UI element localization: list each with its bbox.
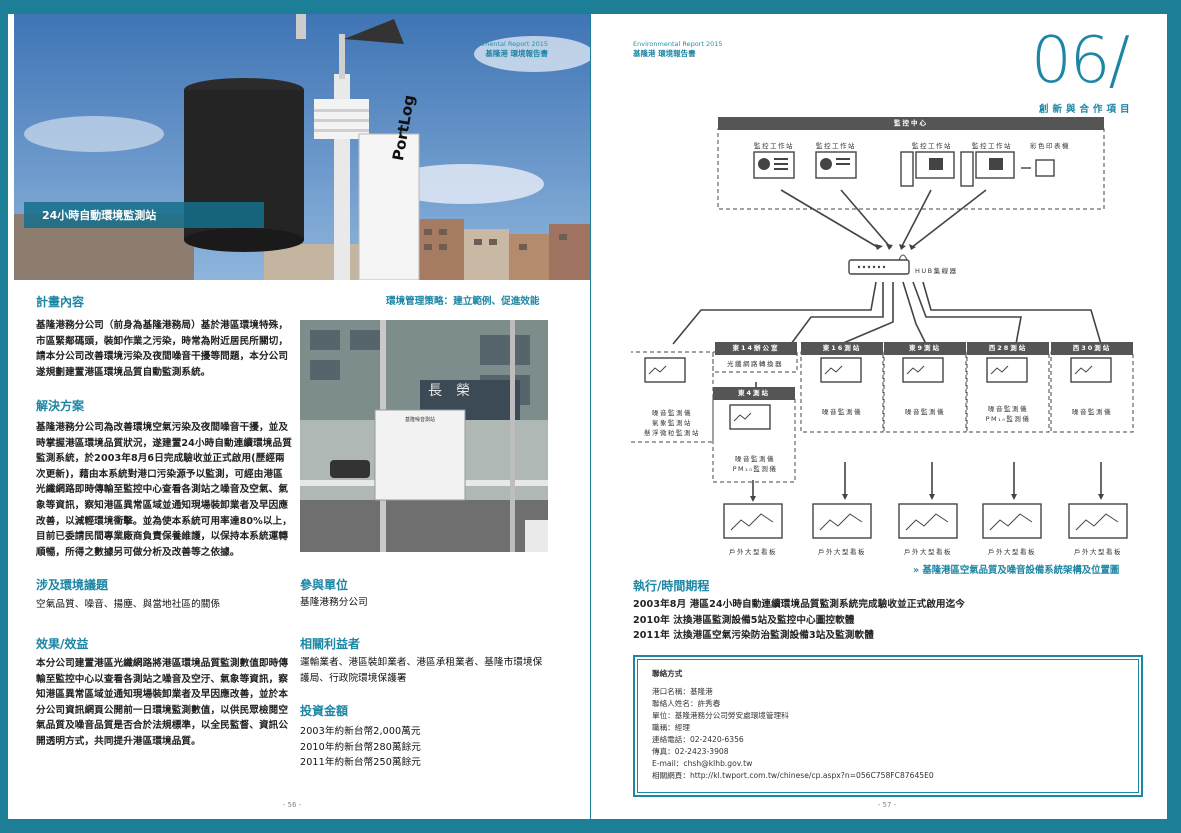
- schedule-heading: 執行/時間期程: [633, 579, 710, 593]
- station-desc: 噪音監測儀 PM₁₀監測儀: [713, 454, 797, 474]
- right-border: [1167, 0, 1181, 833]
- station-desc: 噪音監測儀: [1072, 408, 1112, 416]
- plan-text: 基隆港務分公司（前身為基隆港務局）基於港區環境特殊，市區緊鄰碼頭，裝卸作業之污染…: [36, 320, 289, 378]
- bottom-border-left: [0, 819, 590, 833]
- stakeholder-heading: 相關利益者: [300, 637, 361, 651]
- invest-item: 2011年約新台幣250萬餘元: [300, 757, 421, 769]
- invest-heading: 投資金額: [300, 704, 349, 718]
- contact-box: 聯絡方式 港口名稱：基隆港 聯絡人姓名：許秀春 單位：基隆港務分公司勞安處環境管…: [633, 655, 1143, 797]
- station-desc-line: 噪音監測儀: [652, 409, 692, 417]
- schedule-list: 2003年8月 港區24小時自動連續環境品質監測系統完成驗收並正式啟用迄今 20…: [633, 597, 1143, 644]
- board-label: 戶外大型看板: [729, 548, 777, 556]
- right-page: Environmental Report 2015 基隆港 環境報告書 06/ …: [591, 0, 1181, 833]
- issues-text: 空氣品質、噪音、揚塵、與當地社區的關係: [36, 599, 221, 610]
- contact-title: 聯絡方式: [652, 669, 683, 678]
- chapter-number: 06/: [1031, 24, 1130, 98]
- top-border-left: [0, 0, 590, 14]
- contact-line: 港口名稱：基隆港: [652, 687, 713, 696]
- issues-heading: 涉及環境議題: [36, 578, 109, 592]
- invest-list: 2003年約新台幣2,000萬元 2010年約新台幣280萬餘元 2011年約新…: [300, 724, 421, 771]
- top-border-right: [591, 0, 1181, 14]
- running-header-right: Environmental Report 2015 基隆港 環境報告書: [633, 40, 723, 58]
- station-desc: 噪音監測儀: [822, 408, 862, 416]
- solution-text: 基隆港務分公司為改善環境空氣污染及夜間噪音干擾，並及時掌握港區環境品質狀況，遂建…: [36, 422, 292, 558]
- station-desc-line: PM₁₀監測儀: [985, 415, 1031, 423]
- schedule-item: 2011年 汰換港區空氣污染防治監測設備3站及監測軟體: [633, 630, 874, 642]
- system-diagram: 監控中心 監控工作站 監控工作站 監控工作站 監控工作站 彩色印表機 HUB集線…: [631, 112, 1151, 582]
- invest-item: 2010年約新台幣280萬餘元: [300, 741, 421, 753]
- board-label: 戶外大型看板: [988, 548, 1036, 556]
- solution-heading: 解決方案: [36, 399, 85, 413]
- board-label: 戶外大型看板: [904, 548, 952, 556]
- contact-line: 職稱：經理: [652, 723, 690, 732]
- workstation-label: 監控工作站: [912, 142, 952, 150]
- contact-website-link[interactable]: 相關網頁：http://kl.twport.com.tw/chinese/cp.…: [652, 771, 934, 780]
- station-header: 東14辦公室: [715, 342, 797, 355]
- station-header: 東16測站: [801, 342, 883, 355]
- page-number-left: - 56 -: [282, 801, 302, 809]
- diagram-lines: [631, 128, 1134, 539]
- unit-text: 基隆港務分公司: [300, 597, 368, 608]
- effect-heading: 效果/效益: [36, 637, 89, 651]
- station-desc: 噪音監測儀 氣象監測站 懸浮微粒監測站: [627, 408, 717, 438]
- station-desc-line: 噪音監測儀: [735, 455, 775, 463]
- schedule-item: 2003年8月 港區24小時自動連續環境品質監測系統完成驗收並正式啟用迄今: [633, 599, 965, 610]
- building-sign: 長榮: [428, 383, 484, 399]
- photo-caption: 24小時自動環境監測站: [42, 209, 157, 222]
- diagram-caption: » 基隆港區空氣品質及噪音設備系統架構及位置圖: [913, 565, 1120, 576]
- station-desc-line: PM₁₀監測儀: [732, 465, 778, 473]
- control-center-header: 監控中心: [718, 117, 1104, 130]
- stakeholder-text: 運輸業者、港區裝卸業者、港區承租業者、基隆市環境保護局、行政院環境保護署: [300, 657, 543, 684]
- photo-caption-bar: [24, 202, 264, 228]
- weather-station-photo: PortLog 24小時自動環境監測站: [14, 14, 590, 280]
- running-header-left: Environmental Report 2015 基隆港 環境報告書: [440, 40, 548, 59]
- left-border: [0, 0, 8, 833]
- noise-station-photo: 基隆噪音測站 長榮: [300, 320, 548, 552]
- station-desc-line: 懸浮微粒監測站: [644, 429, 700, 437]
- contact-line: 連絡電話：02-2420-6356: [652, 735, 744, 744]
- workstation-label: 監控工作站: [972, 142, 1012, 150]
- workstation-label: 監控工作站: [816, 142, 856, 150]
- station-header: 西30測站: [1051, 342, 1133, 355]
- running-header-en: Environmental Report 2015: [633, 40, 723, 48]
- page-number-right: - 57 -: [877, 801, 897, 809]
- bottom-border-right: [591, 819, 1181, 833]
- running-header-zh: 基隆港 環境報告書: [485, 49, 548, 58]
- station-desc-line: 噪音監測儀: [988, 405, 1028, 413]
- contact-email[interactable]: E-mail：chsh@klhb.gov.tw: [652, 759, 753, 768]
- station-desc: 光纖網路轉換器: [727, 360, 783, 368]
- chapter-title: 創新與合作項目: [1039, 104, 1134, 115]
- printer-label: 彩色印表機: [1030, 142, 1070, 150]
- contact-line: 聯絡人姓名：許秀春: [652, 699, 721, 708]
- board-label: 戶外大型看板: [1074, 548, 1122, 556]
- station-desc: 噪音監測儀: [905, 408, 945, 416]
- running-header-en: Environmental Report 2015: [458, 40, 548, 48]
- station-desc: 噪音監測儀 PM₁₀監測儀: [967, 404, 1049, 424]
- station-header-east4: 東4測站: [713, 387, 795, 400]
- left-page: PortLog 24小時自動環境監測站 計畫內容 環境管理策略：建立範例、促進效…: [0, 0, 590, 833]
- station-desc-line: 氣象監測站: [652, 419, 692, 427]
- station-sign: 基隆噪音測站: [404, 417, 435, 423]
- strategy-label: 環境管理策略：建立範例、促進效能: [386, 296, 540, 307]
- schedule-item: 2010年 汰換港區監測設備5站及監控中心圖控軟體: [633, 614, 855, 626]
- contact-line: 單位：基隆港務分公司勞安處環境管理科: [652, 711, 789, 720]
- contact-line: 傳真：02-2423-3908: [652, 747, 729, 756]
- workstation-label: 監控工作站: [754, 142, 794, 150]
- plan-heading: 計畫內容: [36, 295, 85, 309]
- running-header-zh: 基隆港 環境報告書: [633, 49, 696, 58]
- hub-label: HUB集線器: [915, 267, 958, 275]
- board-label: 戶外大型看板: [818, 548, 866, 556]
- effect-text: 本分公司建置港區光纖網路將港區環境品質監測數值即時傳輸至監控中心以查看各測站之噪…: [36, 658, 289, 747]
- invest-item: 2003年約新台幣2,000萬元: [300, 726, 421, 737]
- station-header: 東9測站: [884, 342, 966, 355]
- unit-heading: 參與單位: [300, 578, 349, 592]
- station-header: 西28測站: [967, 342, 1049, 355]
